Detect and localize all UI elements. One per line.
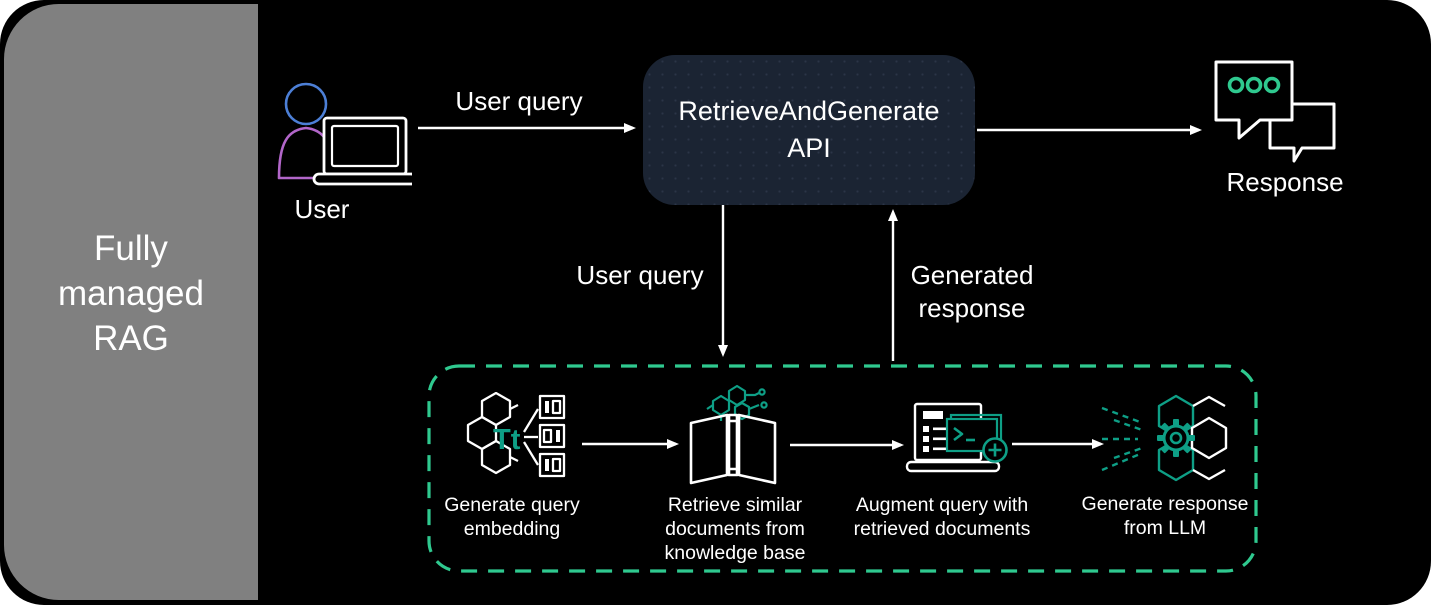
step1-label: Generate query embedding <box>444 494 580 540</box>
augment-query-icon <box>905 402 1008 473</box>
titan-text-embedding-icon <box>466 392 566 478</box>
step2-label: Retrieve similar documents from knowledg… <box>664 494 806 564</box>
retrieve-and-generate-api-node: RetrieveAndGenerate API <box>643 55 975 205</box>
response-label: Response <box>1226 167 1344 197</box>
user-query-top-label: User query <box>455 86 583 116</box>
panel-title: Fully managed RAG <box>58 226 204 361</box>
api-label-line1: RetrieveAndGenerate <box>678 96 940 126</box>
step3-label: Augment query with retrieved documents <box>853 494 1031 540</box>
titan-monogram: Tt <box>493 424 521 456</box>
api-label-line2: API <box>787 133 831 163</box>
fully-managed-rag-panel: Fully managed RAG <box>4 4 258 600</box>
user-icon <box>277 82 412 186</box>
user-query-down-label: User query <box>576 260 704 290</box>
panel-title-line: Fully <box>94 228 168 268</box>
generated-response-label: Generated response <box>910 260 1034 323</box>
response-chat-icon <box>1214 60 1336 163</box>
arrows <box>418 123 1202 450</box>
user-label: User <box>294 194 350 224</box>
generate-response-llm-icon <box>1101 394 1228 482</box>
pipeline-dashed-border <box>427 364 1258 573</box>
panel-title-line: RAG <box>93 318 169 358</box>
knowledge-base-icon <box>689 384 777 485</box>
step4-label: Generate response from LLM <box>1081 493 1249 539</box>
panel-title-line: managed <box>58 273 204 313</box>
